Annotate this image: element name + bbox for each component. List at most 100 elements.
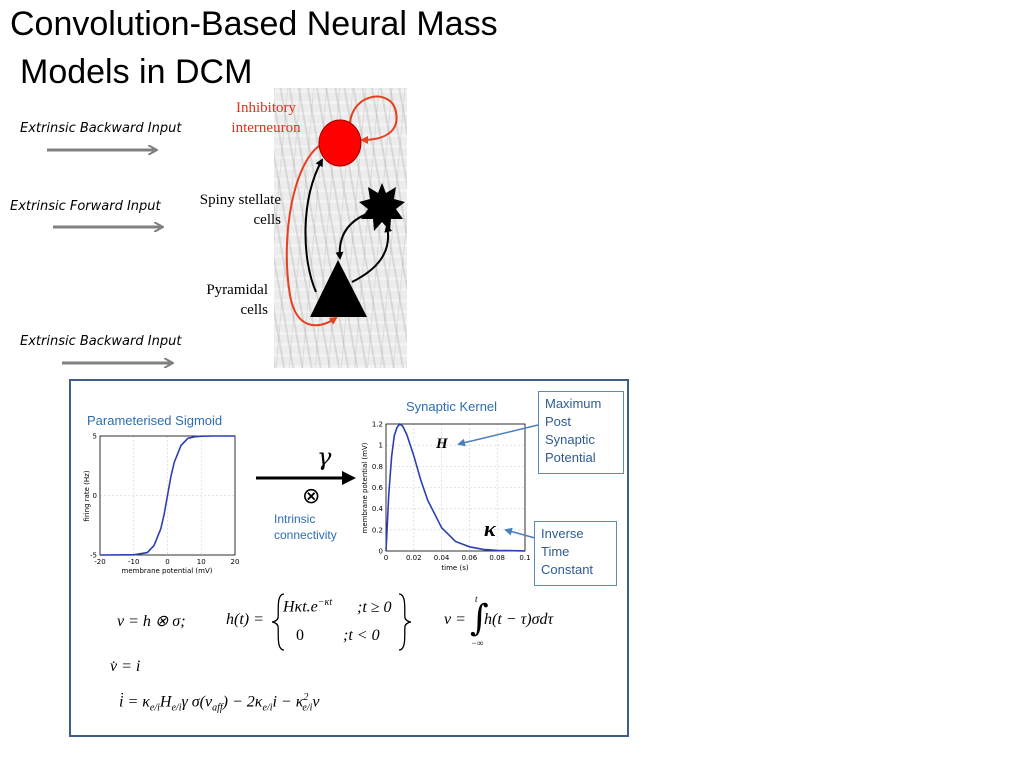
integral-sign-icon: ∫: [470, 598, 489, 639]
pyramidal-cells-label: Pyramidal cells: [180, 280, 268, 320]
itc-line-2: Time: [541, 544, 570, 559]
inhibitory-self-loop-arrow: [349, 95, 398, 144]
gamma-symbol: γ: [317, 443, 332, 471]
inhibitory-label-line-1: Inhibitory: [236, 100, 296, 116]
equation-kernel-case1-condition: ;t ≥ 0: [357, 599, 392, 616]
kernel-xlabel: time (s): [441, 564, 468, 572]
mpsp-line-1: Maximum: [545, 396, 602, 411]
inhibitory-label-line-2: interneuron: [231, 120, 301, 136]
pyramidal-label-line-2: cells: [240, 302, 269, 318]
e5-part-5: i − κ: [272, 693, 304, 711]
e5-part-6: v: [312, 693, 320, 711]
convolution-operator-icon: ⊗: [302, 484, 321, 509]
kernel-curve: [385, 422, 526, 552]
e5-part-1: i̇ = κ: [119, 693, 150, 711]
inhibitory-to-pyramidal-arrow: [285, 143, 338, 327]
max-post-synaptic-potential-callout: Maximum Post Synaptic Potential: [538, 391, 624, 474]
sigmoid-xtick-label: -20: [94, 558, 105, 566]
title-line-1: Convolution-Based Neural Mass: [10, 5, 498, 43]
equation-kernel-case2-condition: ;t < 0: [343, 627, 380, 644]
extrinsic-backward-input-bottom-label: Extrinsic Backward Input: [20, 334, 182, 349]
itc-line-3: Constant: [541, 562, 594, 577]
sigmoid-frame: [99, 435, 236, 556]
sigmoid-chart: -20 -10 0 10 20 5 0 -5 membrane potential (mV)…: [83, 433, 240, 576]
integral-lower-limit: −∞: [471, 638, 484, 648]
kernel-ytick-label: 0: [379, 548, 383, 556]
kernel-xtick-label: 0.02: [406, 554, 422, 562]
h-symbol: H: [436, 436, 448, 452]
sigmoid-xtick-label: -10: [128, 558, 139, 566]
equation-integral-body: h(t − τ)σdτ: [484, 611, 554, 628]
sigmoid-xtick-label: 0: [165, 558, 169, 566]
kernel-ytick-label: 0.2: [372, 526, 383, 534]
intrinsic-connectivity-label: Intrinsic connectivity: [274, 511, 337, 543]
e5-sub-4: e/i: [262, 702, 273, 714]
equation-kernel-lhs: h(t) =: [226, 611, 264, 628]
circuit-diagram: [47, 95, 405, 380]
kernel-ytick-label: 1: [379, 442, 383, 450]
title-line-2: Models in DCM: [20, 53, 253, 91]
sigmoid-xtick-label: 10: [197, 558, 206, 566]
extrinsic-backward-input-top-label: Extrinsic Backward Input: [20, 121, 182, 136]
left-brace: [271, 593, 285, 651]
pyramidal-cell: [310, 260, 367, 317]
e5-sub-2: e/i: [171, 702, 182, 714]
e5-sub-1: e/i: [149, 702, 160, 714]
kernel-xtick-label: 0: [384, 554, 388, 562]
equation-v-dot: v̇ = i: [110, 658, 141, 675]
kappa-symbol: κ: [484, 516, 496, 541]
pyramidal-to-inhibitory-arrow: [304, 158, 323, 293]
kernel-xtick-label: 0.1: [519, 554, 530, 562]
slide-title: Convolution-Based Neural Mass Models in …: [10, 0, 498, 96]
kernel-ytick-label: 0.8: [372, 463, 383, 471]
case1-expression: Hκt.e: [283, 598, 318, 616]
sigmoid-title: Parameterised Sigmoid: [87, 413, 223, 428]
sigmoid-xtick-label: 20: [231, 558, 240, 566]
mpsp-line-2: Post: [545, 414, 572, 429]
e5-sub-5: e/i: [302, 702, 313, 714]
mpsp-line-3: Synaptic: [545, 432, 595, 447]
spiny-label-line-2: cells: [253, 212, 282, 228]
connector-arrow: [256, 471, 356, 485]
inhibitory-interneuron-cell: [318, 119, 362, 167]
equation-i-dot: i̇ = κe/iHe/iγ σ(vaff) − 2κe/ii − κ2e/iv: [119, 692, 320, 714]
e5-part-2: H: [159, 693, 172, 711]
e5-sup-5: 2: [303, 692, 309, 703]
e5-part-4: ) − 2κ: [222, 693, 263, 711]
e5-sub-3: aff: [212, 702, 223, 714]
kernel-ytick-label: 1.2: [372, 421, 383, 429]
intrinsic-line-1: Intrinsic: [274, 512, 316, 526]
equation-convolution: v = h ⊗ σ;: [117, 613, 186, 630]
kernel-ylabel: membrane potential (mV): [361, 442, 369, 533]
pyramidal-label-line-1: Pyramidal: [206, 282, 268, 298]
equation-integral-lhs: v =: [444, 611, 466, 628]
spiny-stellate-cell: [359, 183, 405, 231]
inverse-time-constant-callout: Inverse Time Constant: [534, 521, 617, 586]
kernel-frame: [385, 423, 526, 552]
mpsp-line-4: Potential: [545, 450, 596, 465]
pyramidal-to-spiny-arrow: [351, 224, 393, 283]
sigmoid-curve: [99, 435, 235, 556]
equation-kernel-case2: 0: [296, 627, 304, 644]
sigmoid-ytick-label: -5: [90, 552, 97, 560]
kernel-xtick-label: 0.06: [462, 554, 478, 562]
inhibitory-interneuron-label: Inhibitory interneuron: [218, 98, 314, 138]
spiny-stellate-label: Spiny stellate cells: [180, 190, 281, 230]
itc-line-1: Inverse: [541, 526, 584, 541]
kernel-title: Synaptic Kernel: [406, 399, 498, 414]
kernel-xtick-label: 0.04: [434, 554, 450, 562]
case1-exponent: −κt: [317, 597, 333, 608]
sigmoid-xlabel: membrane potential (mV): [122, 567, 213, 575]
intrinsic-line-2: connectivity: [274, 528, 337, 542]
extrinsic-forward-input-label: Extrinsic Forward Input: [10, 199, 161, 214]
kernel-xtick-label: 0.08: [489, 554, 505, 562]
kernel-ytick-label: 0.6: [372, 484, 384, 492]
sigmoid-ytick-label: 0: [93, 492, 97, 500]
spiny-label-line-1: Spiny stellate: [199, 192, 281, 208]
right-brace: [398, 593, 412, 651]
sigmoid-ylabel: firing rate (Hz): [83, 470, 91, 521]
e5-part-3: γ σ(v: [181, 693, 213, 711]
integral-upper-limit: t: [475, 594, 478, 604]
sigmoid-ytick-label: 5: [93, 433, 97, 441]
